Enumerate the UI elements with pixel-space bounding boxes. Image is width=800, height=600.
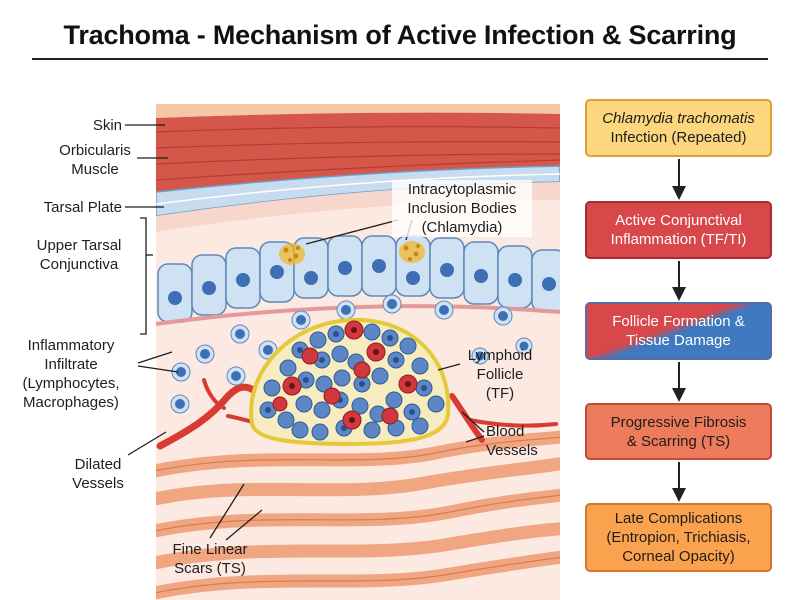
label-skin: Skin <box>92 117 122 134</box>
epithelium-nuclei <box>168 259 556 305</box>
leader-lines <box>125 124 485 541</box>
follicle-cells <box>259 320 445 441</box>
flow-step-follicle-formation: Follicle Formation &Tissue Damage <box>585 302 772 360</box>
inflammatory-infiltrate <box>170 294 533 414</box>
page-title: Trachoma - Mechanism of Active Infection… <box>63 20 737 50</box>
muscle-layer <box>156 112 560 192</box>
label-tarsal-plate: Tarsal Plate <box>43 199 122 216</box>
title-underline <box>32 58 768 60</box>
inclusion-bodies <box>279 241 425 285</box>
skin-layer <box>156 104 560 118</box>
flow-step-fibrosis: Progressive Fibrosis& Scarring (TS) <box>585 403 772 460</box>
flow-step-late-complications: Late Complications(Entropion, Trichiasis… <box>585 503 772 572</box>
